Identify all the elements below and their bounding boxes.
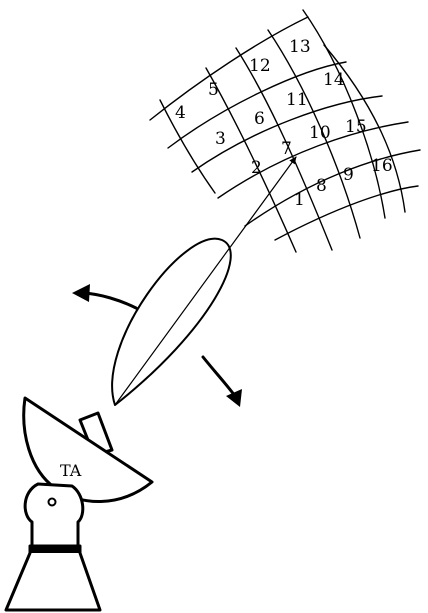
- cell-label: 14: [323, 70, 345, 90]
- antenna-temperature-label: TA: [60, 461, 82, 480]
- cell-label: 10: [309, 123, 331, 143]
- pedestal-base: [6, 553, 100, 610]
- cell-numbers: 1 2 3 4 5 6 7 8 9 10 11 12 13 14 15 16: [175, 37, 393, 210]
- mount-yoke: [25, 484, 83, 548]
- cell-label: 3: [215, 129, 226, 149]
- cell-label: 7: [281, 139, 292, 159]
- cell-label: 5: [208, 80, 219, 100]
- cell-label: 15: [345, 117, 367, 137]
- grid-line: [245, 150, 420, 226]
- beam-lobe: [112, 239, 231, 405]
- scan-arrows: [72, 284, 242, 407]
- radio-telescope: TA: [6, 398, 152, 610]
- grid-line: [160, 100, 215, 193]
- cell-label: 16: [371, 156, 393, 176]
- cell-label: 6: [254, 109, 265, 129]
- cell-label: 1: [294, 190, 305, 210]
- cell-label: 11: [286, 90, 308, 110]
- scan-left-arrowhead: [72, 284, 90, 302]
- grid-line: [150, 17, 308, 120]
- scan-left-arrow: [84, 293, 136, 308]
- sky-grid: [150, 10, 420, 252]
- scan-right-arrow: [203, 357, 235, 396]
- mount-pivot: [49, 499, 56, 506]
- pointing-arrow: [115, 157, 296, 405]
- pedestal-band: [30, 546, 80, 553]
- cell-label: 13: [289, 37, 311, 57]
- antenna-beam: [112, 157, 296, 405]
- cell-label: 12: [249, 56, 271, 76]
- cell-label: 8: [316, 176, 327, 196]
- cell-label: 9: [343, 165, 354, 185]
- cell-label: 4: [175, 103, 186, 123]
- cell-label: 2: [251, 158, 262, 178]
- scan-right-arrowhead: [226, 389, 242, 407]
